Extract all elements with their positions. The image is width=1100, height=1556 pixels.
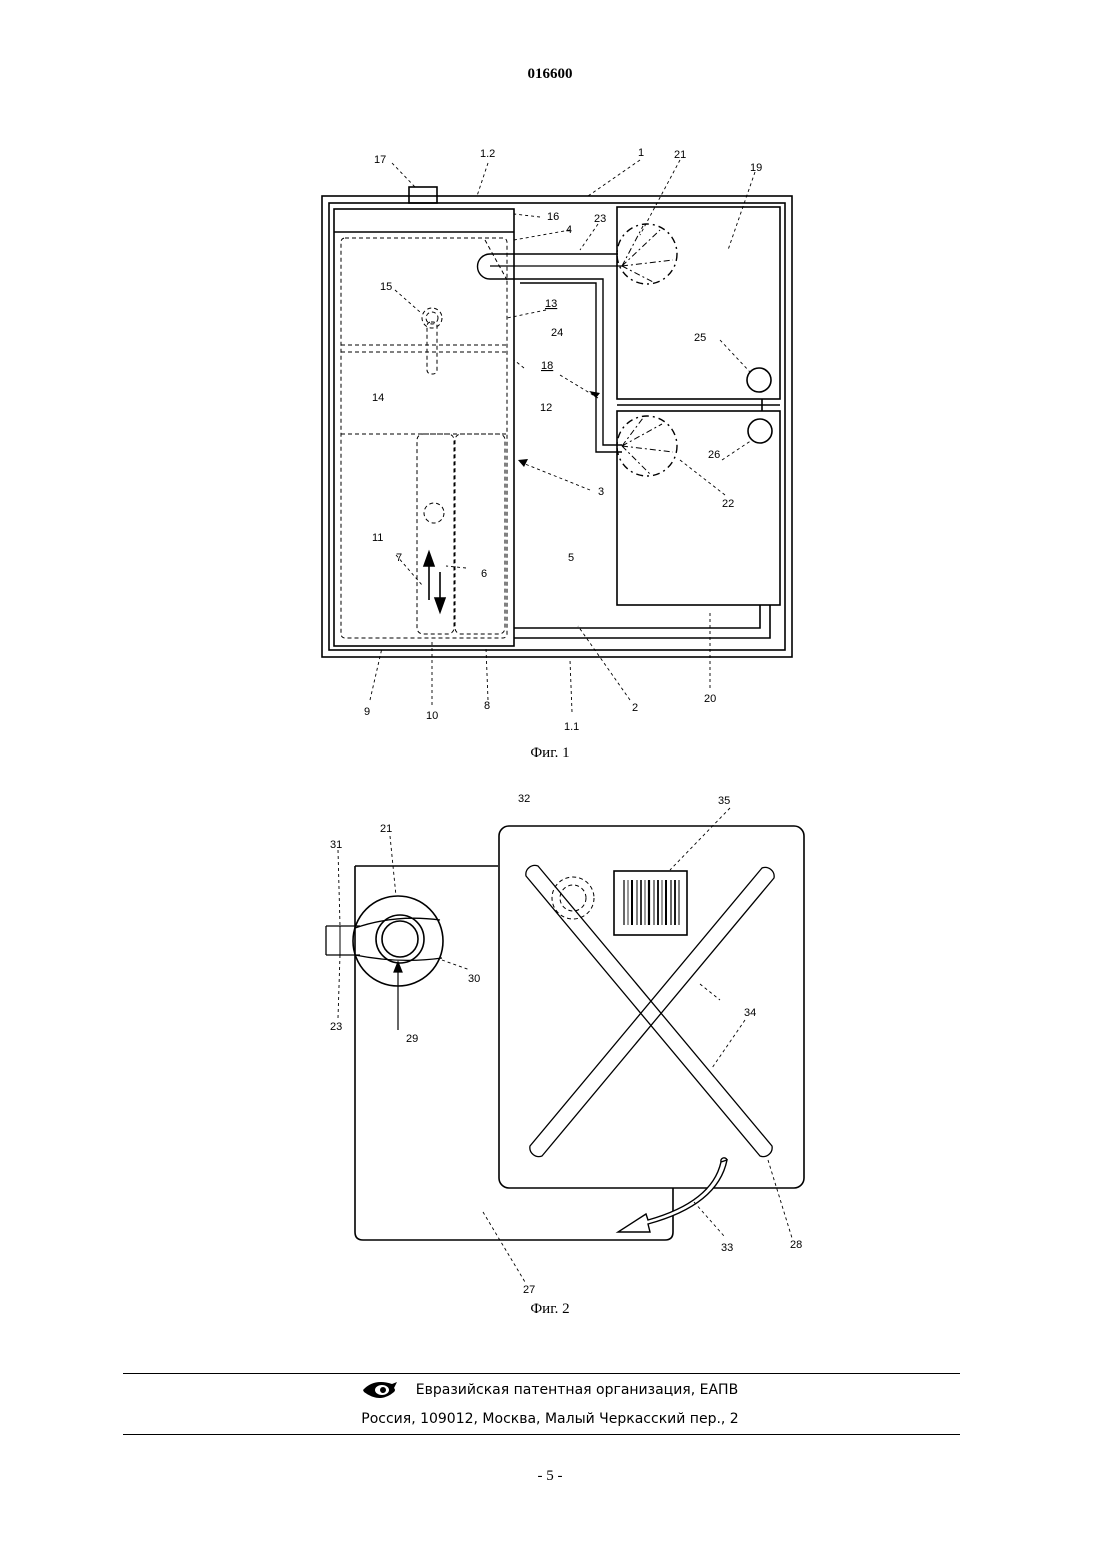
fig2-label: 21: [380, 823, 392, 835]
fig1-label: 9: [364, 706, 370, 718]
fig2-label: 35: [718, 795, 730, 807]
fig1-label: 23: [594, 213, 606, 225]
fig1-label: 10: [426, 710, 438, 722]
fig2-label: 27: [523, 1284, 535, 1296]
fig2-label: 30: [468, 973, 480, 985]
fig1-label: 1: [638, 147, 644, 159]
fig1-label: 22: [722, 498, 734, 510]
footer-address: Россия, 109012, Москва, Малый Черкасский…: [0, 1411, 1100, 1427]
fig1-label: 7: [396, 552, 402, 564]
fig1-label: 13: [545, 298, 557, 310]
fig1-label: 24: [551, 327, 563, 339]
fig1-label: 19: [750, 162, 762, 174]
fig1-label: 1.2: [480, 148, 495, 160]
fig1-label: 26: [708, 449, 720, 461]
footer-organization: Евразийская патентная организация, ЕАПВ: [0, 1380, 1100, 1400]
figure-2-drawing: 32 35 21 31 30 34 23 29 33 28 27: [0, 770, 1100, 1310]
fig2-label: 28: [790, 1239, 802, 1251]
fig2-label: 32: [518, 793, 530, 805]
fig1-label: 16: [547, 211, 559, 223]
fig1-label: 20: [704, 693, 716, 705]
footer-organization-text: Евразийская патентная организация, ЕАПВ: [416, 1382, 738, 1398]
fig1-label: 18: [541, 360, 553, 372]
fig1-label: 15: [380, 281, 392, 293]
fig1-label: 6: [481, 568, 487, 580]
page-number: - 5 -: [0, 1468, 1100, 1485]
fig1-label: 2: [632, 702, 638, 714]
fig2-label: 34: [744, 1007, 756, 1019]
fig2-label: 23: [330, 1021, 342, 1033]
fig1-label: 25: [694, 332, 706, 344]
fig1-label: 17: [374, 154, 386, 166]
fig1-label: 12: [540, 402, 552, 414]
fig2-label: 31: [330, 839, 342, 851]
footer-divider-bottom: [123, 1434, 960, 1435]
fig1-label: 4: [566, 224, 572, 236]
fig1-label: 1.1: [564, 721, 579, 733]
fig1-label: 14: [372, 392, 384, 404]
fig1-label: 21: [674, 149, 686, 161]
fig1-label: 8: [484, 700, 490, 712]
figure-2-caption: Фиг. 2: [0, 1301, 1100, 1318]
fig1-label: 5: [568, 552, 574, 564]
fig1-label: 11: [372, 532, 383, 544]
fig2-label: 33: [721, 1242, 733, 1254]
footer-divider-top: [123, 1373, 960, 1374]
fig1-label: 3: [598, 486, 604, 498]
eapo-logo-icon: [362, 1380, 398, 1400]
figure-1-drawing: 17 1.2 1 21 19 16 23 4 15 13 24 25 18 14…: [0, 0, 1100, 740]
fig2-label: 29: [406, 1033, 418, 1045]
figure-1-caption: Фиг. 1: [0, 745, 1100, 762]
